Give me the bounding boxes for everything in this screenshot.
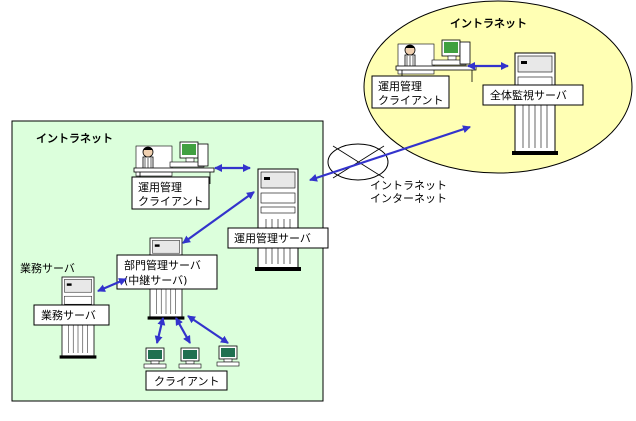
cloud-label-intranet: イントラネット <box>370 179 447 192</box>
arrow-dept-client-1 <box>154 317 166 344</box>
business-server-label: 業務サーバ <box>41 308 96 322</box>
arrow-dept-client-3 <box>187 315 229 344</box>
left-intranet-label: イントラネット <box>36 132 113 145</box>
network-cloud-icon <box>327 143 389 181</box>
dept-server-label-1: 部門管理サーバ <box>124 258 201 272</box>
admin-client-left-label-2: クライアント <box>138 195 204 208</box>
desktop-pc-icon <box>216 345 240 367</box>
arrow-admin-dept-server <box>182 191 255 244</box>
tower-server-icon <box>254 168 302 272</box>
dept-server-box <box>116 254 218 290</box>
desktop-pc-icon <box>178 347 202 369</box>
overall-monitor-server-box <box>482 84 584 106</box>
admin-client-right-label-1: 運用管理 <box>378 79 422 93</box>
right-intranet-label: イントラネット <box>450 17 527 30</box>
dept-server-label-2: (中継サーバ) <box>124 273 187 287</box>
business-server-box <box>33 304 110 326</box>
business-server-header: 業務サーバ <box>20 261 75 275</box>
admin-client-right-box <box>371 75 450 109</box>
overall-monitor-server-label: 全体監視サーバ <box>490 88 567 102</box>
clients-box <box>145 370 228 391</box>
arrow-admin-server-monitor <box>309 125 471 182</box>
cloud-label-internet: インターネット <box>370 192 447 205</box>
admin-server-label: 運用管理サーバ <box>234 231 311 245</box>
arrow-dept-business-server <box>97 277 127 293</box>
connections <box>97 62 509 344</box>
admin-client-left-label-1: 運用管理 <box>138 180 182 194</box>
admin-client-right-label-2: クライアント <box>378 94 444 107</box>
clients-label: クライアント <box>154 375 220 388</box>
desktop-pc-icon <box>143 347 167 369</box>
